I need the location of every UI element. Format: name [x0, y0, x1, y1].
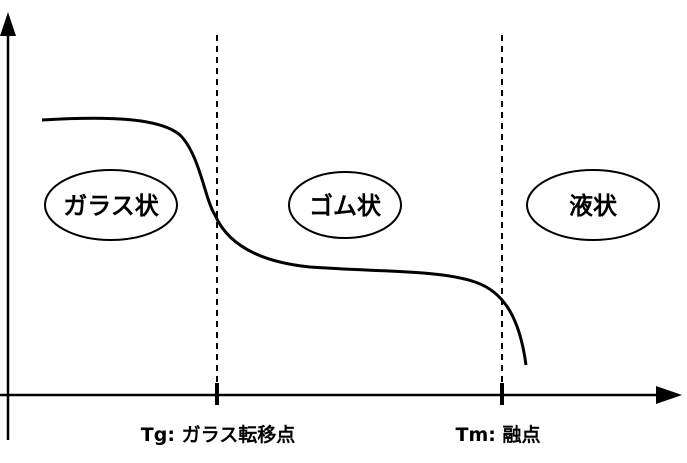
liquid-region-bubble [526, 169, 660, 241]
rubber-region-bubble [288, 171, 402, 239]
x-axis-arrow-icon [656, 386, 682, 404]
tg-label: Tg: ガラス転移点 [141, 423, 295, 446]
rubber-region-label: ゴム状 [309, 192, 382, 220]
modulus-curve [41, 116, 528, 366]
liquid-region-label: 液状 [569, 192, 618, 220]
glass-region-label: ガラス状 [63, 192, 160, 220]
y-axis-arrow-icon [0, 12, 16, 36]
glass-region-bubble [44, 169, 178, 241]
tm-label: Tm: 融点 [456, 424, 541, 446]
